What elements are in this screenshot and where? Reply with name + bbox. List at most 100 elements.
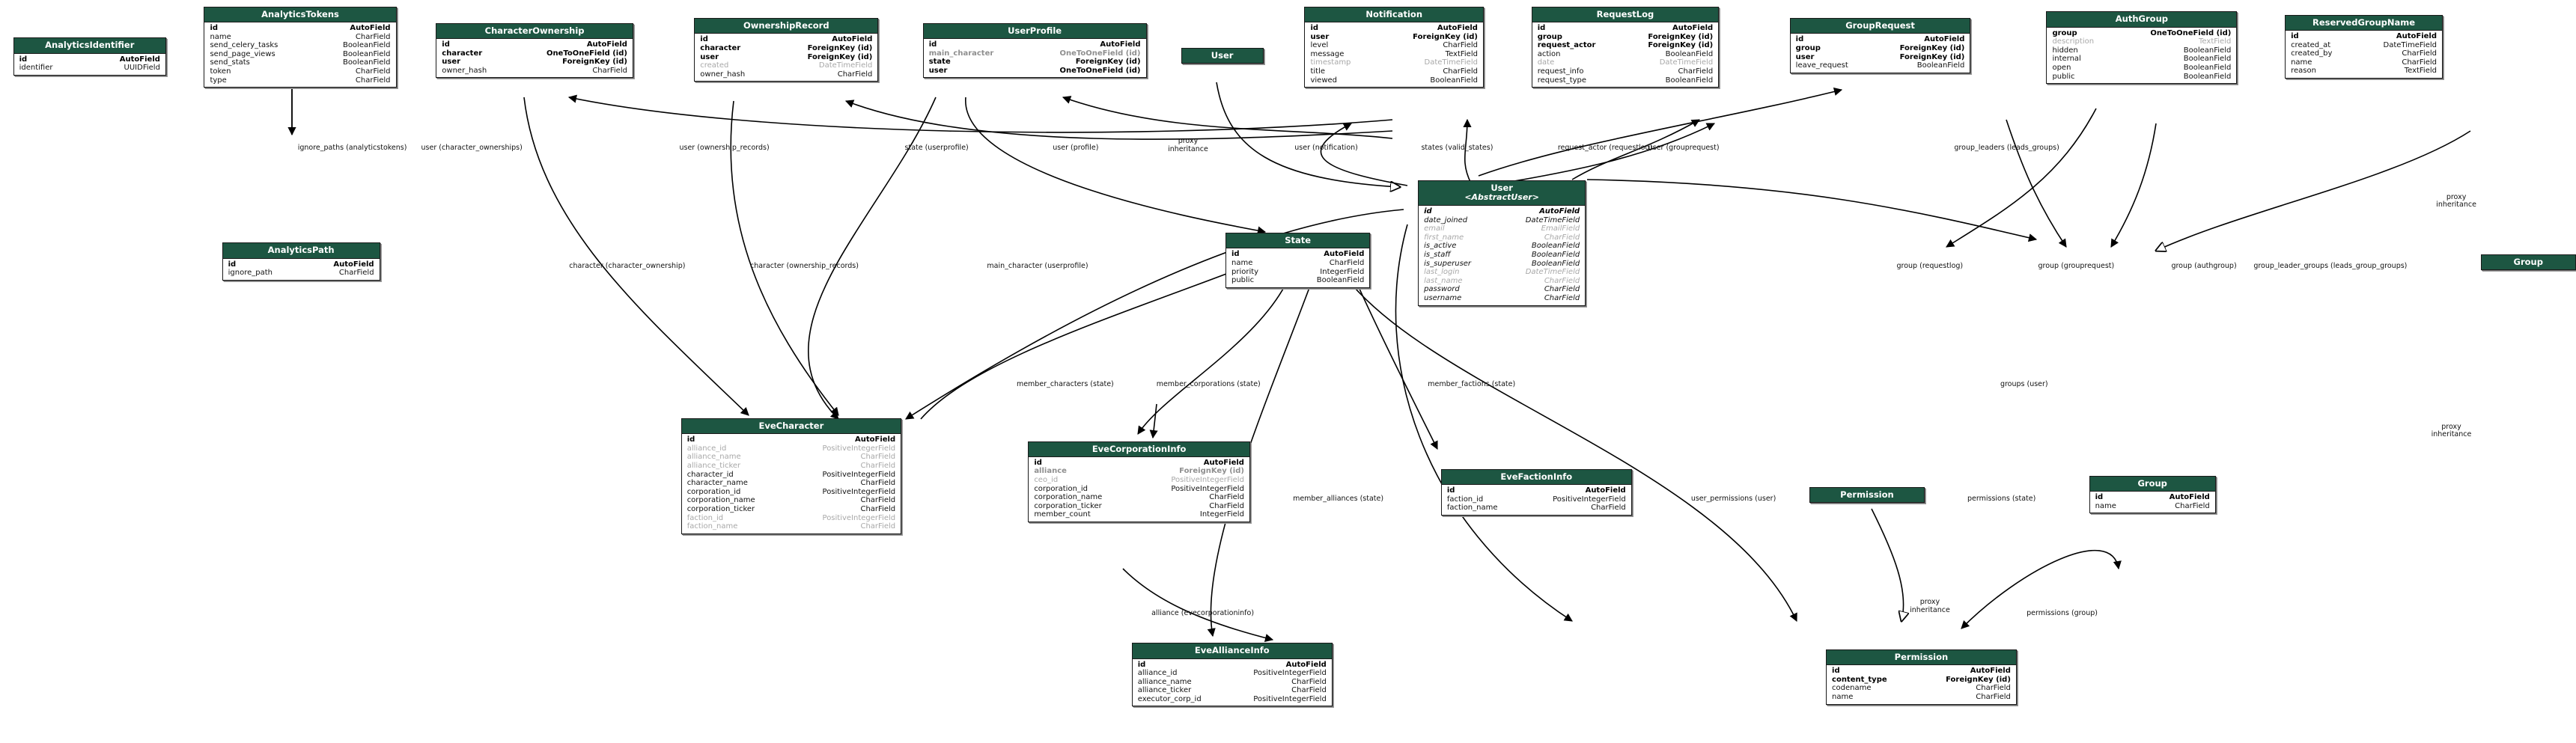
edge-label: character (character_ownership) (569, 261, 686, 270)
field-row: owner_hash CharField (436, 67, 633, 76)
edge-label: proxy inheritance (2436, 192, 2476, 210)
field-type: BooleanField (1665, 49, 1714, 58)
field-type: ForeignKey (id) (1899, 43, 1965, 52)
field-type: TextField (2199, 37, 2232, 46)
field-type: BooleanField (2183, 72, 2232, 81)
field-type: CharField (1976, 684, 2011, 693)
field-type: CharField (592, 66, 627, 75)
field-type: PositiveIntegerField (822, 487, 896, 496)
field-type: DateTimeField (818, 61, 873, 70)
field-name: id (19, 55, 28, 64)
edge-label: user (grouprequest) (1648, 143, 1720, 152)
field-type: AutoField (333, 260, 374, 269)
field-name: id (210, 23, 219, 32)
entity-stereotype: <AbstractUser> (1464, 192, 1539, 203)
field-type: CharField (1209, 493, 1244, 502)
field-name: owner_hash (700, 70, 746, 79)
field-name: created (700, 61, 729, 70)
field-type: AutoField (1203, 458, 1244, 467)
field-name: corporation_ticker (1034, 501, 1102, 510)
field-name: faction_name (1446, 504, 1498, 513)
entity-title: User (1181, 48, 1263, 63)
entity-title: Notification (1305, 7, 1483, 22)
field-type: PositiveIntegerField (1171, 476, 1244, 485)
field-type: AutoField (119, 55, 160, 64)
field-type: OneToOneField (id) (2150, 28, 2232, 37)
edge-label: proxy inheritance (1910, 598, 1950, 614)
field-type: CharField (860, 461, 896, 470)
field-type: CharField (1209, 501, 1244, 510)
entity-title: EveCharacter (681, 418, 901, 435)
field-name: corporation_id (1034, 484, 1088, 493)
entity-title: AnalyticsIdentifier (13, 38, 165, 54)
field-name: name (210, 32, 231, 41)
field-name: hidden (2052, 46, 2078, 55)
field-type: CharField (1678, 67, 1714, 76)
field-name: member_count (1034, 510, 1091, 519)
field-type: BooleanField (342, 41, 391, 50)
field-name: corporation_name (1034, 493, 1103, 502)
field-name: send_page_views (210, 49, 275, 58)
field-name: character_name (686, 479, 748, 488)
field-type: AutoField (2396, 31, 2437, 40)
field-name: title (1310, 67, 1326, 76)
field-name: is_active (1424, 242, 1457, 251)
field-name: owner_hash (442, 66, 487, 75)
entity-title: AuthGroup (2047, 12, 2237, 28)
entity-group_stub[interactable]: Group (2480, 254, 2576, 270)
entity-user_stub[interactable]: User (1181, 47, 1264, 64)
entity-title: EveCorporationInfo (1029, 441, 1249, 457)
edge-label: user_permissions (user) (1690, 495, 1776, 503)
entity-permission_stub[interactable]: Permission (1809, 487, 1925, 504)
field-name: id (1832, 667, 1840, 676)
entity-title: Permission (1810, 488, 1924, 503)
entity-title: User<AbstractUser> (1419, 181, 1586, 206)
field-type: OneToOneField (id) (546, 49, 627, 58)
field-type: OneToOneField (id) (1059, 49, 1141, 58)
